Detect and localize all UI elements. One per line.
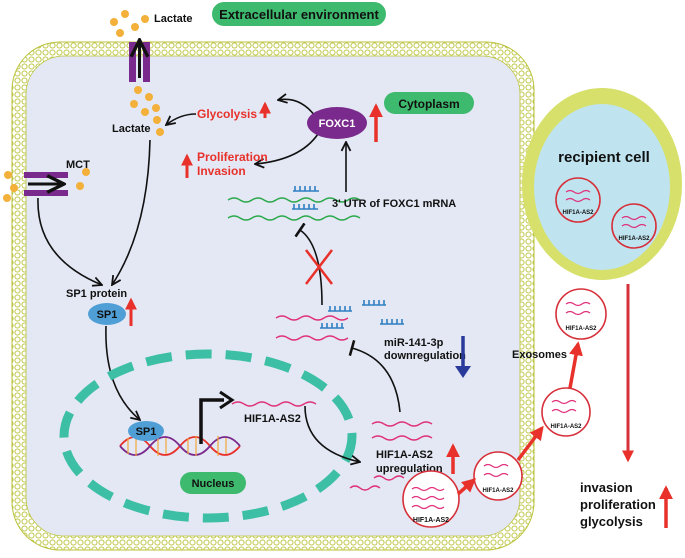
- arrow-glycolysis-to-lactate: [166, 113, 197, 125]
- block-x-mark: [305, 249, 333, 285]
- arrow-lactate-to-sp1: [112, 139, 151, 285]
- mirna-cluster: [320, 300, 404, 329]
- svg-text:HIF1A-AS2: HIF1A-AS2: [618, 236, 650, 242]
- exosome-1: HIF1A-AS2: [402, 470, 460, 528]
- hif-gene-label: HIF1A-AS2: [244, 413, 301, 425]
- recipient-cell: recipient cell HIF1A-AS2 HIF1A-AS2: [522, 88, 682, 280]
- lactate-top-label: Lactate: [154, 13, 193, 25]
- outcome-glycolysis: glycolysis: [580, 514, 643, 529]
- outcome-proliferation: proliferation: [580, 497, 656, 512]
- cytoplasm-label: Cytoplasm: [384, 92, 474, 114]
- arrow-foxc1-to-glycolysis: [278, 99, 316, 117]
- sp1-protein-label: SP1 protein: [66, 288, 127, 300]
- lactate-transporter: [129, 40, 150, 82]
- svg-text:SP1: SP1: [97, 309, 118, 321]
- extracellular-label: Extracellular environment: [212, 2, 386, 26]
- arrow-mct-to-sp1: [37, 197, 102, 285]
- hif-up-label-1: HIF1A-AS2: [376, 449, 433, 461]
- exosome-2: HIF1A-AS2: [473, 451, 523, 501]
- svg-text:HIF1A-AS2: HIF1A-AS2: [482, 488, 514, 494]
- exosome-arrows: [456, 341, 583, 496]
- outcome-invasion: invasion: [580, 480, 633, 495]
- svg-text:recipient cell: recipient cell: [558, 149, 650, 166]
- transcription-start-head: [219, 390, 235, 410]
- nucleus-label: Nucleus: [180, 472, 246, 494]
- glycolysis-label: Glycolysis: [197, 107, 257, 121]
- lactate-dots-left: [3, 168, 90, 202]
- exosome-3: HIF1A-AS2: [541, 387, 591, 437]
- nucleus-envelope: [59, 349, 357, 523]
- svg-text:SP1: SP1: [136, 426, 157, 438]
- exosomes-label: Exosomes: [512, 349, 567, 361]
- svg-text:Cytoplasm: Cytoplasm: [398, 97, 459, 111]
- exosome-4: HIF1A-AS2: [555, 288, 607, 340]
- hif-rna-near-mirna: [275, 315, 349, 341]
- arrow-sp1-to-nucleus: [105, 325, 140, 420]
- svg-text:HIF1A-AS2: HIF1A-AS2: [550, 424, 582, 430]
- utr-label: 3' UTR of FOXC1 mRNA: [332, 198, 456, 210]
- svg-text:FOXC1: FOXC1: [319, 118, 356, 130]
- mct-transporter: [24, 172, 68, 196]
- mirna-bound-mrna: [292, 186, 319, 210]
- mir-label: miR-141-3p: [384, 337, 444, 349]
- hif-rna-cytoplasm: [349, 421, 433, 491]
- hif-transcript-nucleus: [231, 401, 317, 407]
- mir-down-label: downregulation: [384, 350, 466, 362]
- arrow-foxc1-to-proliferation: [255, 133, 319, 164]
- arrow-nucleus-to-cytoplasm: [304, 405, 360, 462]
- svg-text:HIF1A-AS2: HIF1A-AS2: [413, 517, 449, 524]
- cytoplasm-area: [25, 55, 521, 537]
- lactate-dots-top: [110, 10, 164, 136]
- proliferation-label: Proliferation: [197, 150, 268, 164]
- svg-text:Nucleus: Nucleus: [192, 478, 235, 490]
- inhibit-hif-to-mirna: [348, 339, 401, 413]
- lactate-inner-label: Lactate: [112, 123, 151, 135]
- foxc1-mrna: [227, 197, 361, 221]
- mir-down-arrowhead: [455, 366, 471, 378]
- mct-label: MCT: [66, 159, 90, 171]
- sp1-on-dna: SP1: [128, 421, 164, 441]
- svg-text:Extracellular environment: Extracellular environment: [219, 7, 379, 22]
- invasion-label: Invasion: [197, 164, 246, 178]
- inhibit-mirna-to-mrna: [294, 222, 323, 306]
- sp1-protein-node: SP1: [88, 303, 126, 325]
- transcription-start-arrow: [199, 398, 224, 444]
- foxc1-node: FOXC1: [307, 107, 367, 139]
- svg-text:HIF1A-AS2: HIF1A-AS2: [562, 210, 594, 216]
- svg-text:HIF1A-AS2: HIF1A-AS2: [565, 326, 597, 332]
